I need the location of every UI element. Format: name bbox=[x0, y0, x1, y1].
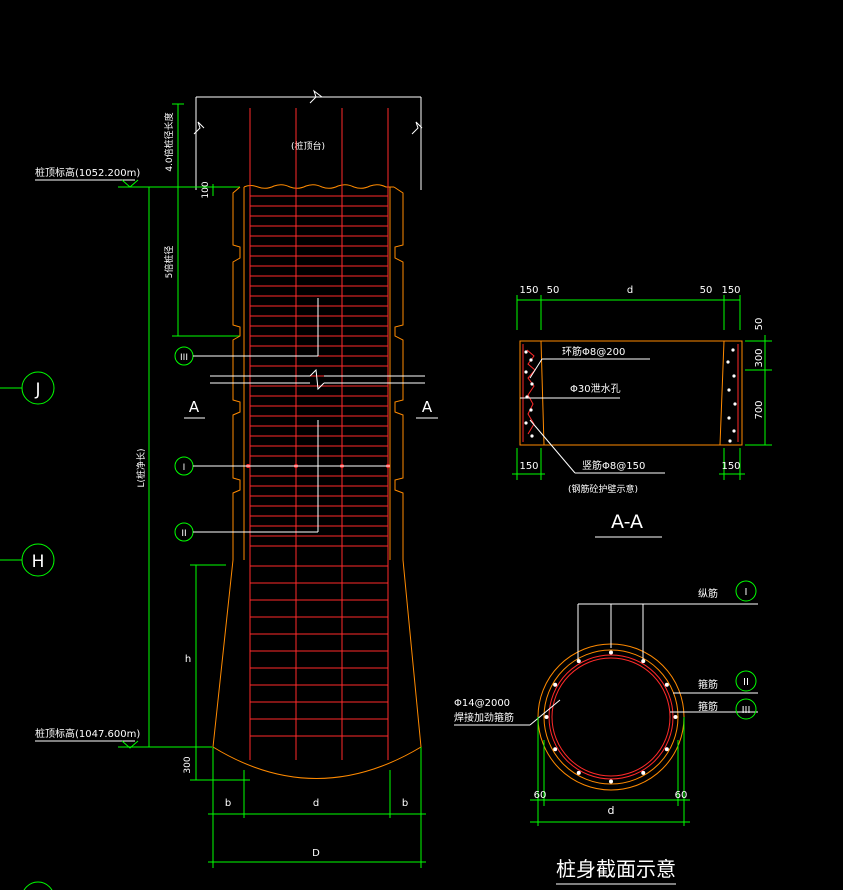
elevation-bottom: 桩顶标高(1047.600m) bbox=[35, 727, 212, 749]
ring-dot-2 bbox=[641, 659, 646, 664]
aa-dim-300: 300 bbox=[754, 348, 765, 367]
tag-i: I bbox=[183, 463, 186, 473]
aa-dim-50-left: 50 bbox=[547, 285, 560, 296]
aa-dim-50-right: 50 bbox=[700, 285, 713, 296]
cs-dim-60-left: 60 bbox=[534, 790, 547, 801]
aa-rebar-dots bbox=[524, 348, 737, 443]
axis-bubble-partial bbox=[23, 881, 53, 890]
aa-dot-6 bbox=[529, 408, 533, 412]
ring-dot-10 bbox=[544, 715, 549, 719]
dim-300: 300 bbox=[183, 756, 193, 773]
dim-b-left: b bbox=[225, 798, 231, 809]
section-mark-left: A bbox=[189, 398, 200, 416]
section-aa-dims-top: 150 50 d 50 150 bbox=[516, 285, 741, 330]
axis-bubble-h: H bbox=[0, 543, 55, 577]
ring-dot-6 bbox=[641, 770, 646, 775]
ring-dot-7 bbox=[609, 779, 613, 784]
aa-note-drain: Φ30泄水孔 bbox=[570, 382, 621, 395]
section-aa-dims-bottom: 150 150 bbox=[512, 448, 745, 480]
aa-dot-10 bbox=[726, 360, 730, 364]
aa-dot-13 bbox=[733, 402, 737, 406]
pile-outline bbox=[212, 184, 422, 779]
axis-h-label: H bbox=[32, 552, 45, 572]
bottom-dimensions: b d b D bbox=[208, 747, 426, 868]
section-aa: 150 50 d 50 150 50 300 700 bbox=[512, 285, 772, 538]
aa-dot-16 bbox=[728, 439, 732, 443]
dim-d: d bbox=[313, 798, 319, 809]
ring-dot-1 bbox=[609, 650, 613, 655]
pile-cross-section: 纵筋 I 箍筋 II 箍筋 III Φ14@2000 焊接加劲箍筋 60 60 bbox=[454, 580, 758, 885]
shaft-break bbox=[210, 368, 425, 391]
section-aa-body bbox=[519, 340, 743, 446]
aa-dim-150-bl: 150 bbox=[519, 461, 538, 472]
axis-j-label: J bbox=[34, 380, 40, 400]
ring-dot-8 bbox=[576, 770, 581, 775]
dim-above-top: 4.0倍桩径长度 bbox=[163, 112, 175, 171]
aa-dot-11 bbox=[732, 374, 736, 378]
dim-100: 100 bbox=[201, 181, 211, 198]
aa-dot-4 bbox=[530, 382, 534, 386]
aa-note-vertical: 竖筋Φ8@150 bbox=[582, 459, 645, 472]
section-cut-marks: A A bbox=[184, 398, 438, 419]
pile-elevation: (桩顶台) 4.0倍桩径长度 100 5倍桩径 L(桩净长) h 300 bbox=[135, 89, 438, 868]
aa-dot-14 bbox=[727, 416, 731, 420]
aa-dot-15 bbox=[732, 429, 736, 433]
dim-h: h bbox=[185, 654, 191, 665]
rebar-tags: III I II bbox=[174, 298, 390, 542]
cross-section-leaders: 纵筋 I 箍筋 II 箍筋 III Φ14@2000 焊接加劲箍筋 bbox=[454, 580, 758, 726]
note-stiffener-line1: Φ14@2000 bbox=[454, 698, 510, 709]
aa-dot-8 bbox=[530, 434, 534, 438]
aa-dim-700: 700 bbox=[754, 400, 765, 419]
aa-note-vertical-sub: (钢筋砼护壁示意) bbox=[568, 483, 638, 495]
cs-dim-60-right: 60 bbox=[675, 790, 688, 801]
ring-dot-4 bbox=[673, 715, 678, 719]
aa-dim-d: d bbox=[627, 285, 633, 296]
cross-section-rebar-dots bbox=[544, 650, 678, 784]
dim-5d: 5倍桩径 bbox=[163, 246, 175, 279]
label-longitudinal: 纵筋 bbox=[698, 587, 718, 600]
ring-dot-3 bbox=[664, 682, 669, 687]
tag-cs-iii: III bbox=[742, 705, 751, 716]
tag-cs-ii: II bbox=[743, 677, 749, 688]
label-stiffener: 箍筋 bbox=[698, 700, 718, 713]
cs-dim-d: d bbox=[608, 804, 615, 817]
ring-dot-11 bbox=[553, 682, 558, 687]
ring-dot-12 bbox=[576, 659, 581, 664]
section-aa-dims-right: 50 300 700 bbox=[745, 318, 772, 446]
aa-dot-9 bbox=[731, 348, 735, 352]
note-stiffener-line2: 焊接加劲箍筋 bbox=[454, 711, 514, 724]
ring-dot-9 bbox=[553, 747, 558, 752]
aa-dim-150-right: 150 bbox=[721, 285, 740, 296]
cross-section-dims: 60 60 d bbox=[530, 717, 690, 826]
aa-dot-2 bbox=[529, 358, 533, 362]
cross-section-title: 桩身截面示意 bbox=[556, 857, 676, 881]
dim-b-right: b bbox=[402, 798, 408, 809]
top-frame: (桩顶台) bbox=[193, 89, 423, 190]
aa-dot-1 bbox=[524, 350, 528, 354]
tag-cs-i: I bbox=[745, 587, 748, 598]
axis-bubble-j: J bbox=[0, 371, 55, 405]
aa-dot-7 bbox=[524, 421, 528, 425]
elevation-top-label: 桩顶标高(1052.200m) bbox=[35, 166, 140, 179]
aa-note-stirrup: 环筋Φ8@200 bbox=[562, 345, 625, 358]
aa-dim-150-br: 150 bbox=[721, 461, 740, 472]
label-spiral: 箍筋 bbox=[698, 678, 718, 691]
cap-note: (桩顶台) bbox=[291, 140, 325, 152]
aa-dot-12 bbox=[727, 388, 731, 392]
dim-D: D bbox=[312, 848, 320, 859]
aa-dim-150-left: 150 bbox=[519, 285, 538, 296]
ring-dot-5 bbox=[664, 747, 669, 752]
aa-dim-50-top: 50 bbox=[754, 318, 765, 331]
section-aa-notes: 环筋Φ8@200 Φ30泄水孔 竖筋Φ8@150 (钢筋砼护壁示意) A-A bbox=[520, 345, 665, 538]
aa-title: A-A bbox=[611, 511, 643, 533]
tag-iii: III bbox=[180, 353, 188, 363]
aa-dot-3 bbox=[524, 370, 528, 374]
tag-ii: II bbox=[181, 529, 186, 539]
elevation-bottom-label: 桩顶标高(1047.600m) bbox=[35, 727, 140, 740]
left-dimensions: 4.0倍桩径长度 100 5倍桩径 L(桩净长) h 300 bbox=[135, 103, 250, 781]
section-mark-right: A bbox=[422, 398, 433, 416]
rebar-cage bbox=[246, 108, 390, 760]
dim-length: L(桩净长) bbox=[135, 448, 147, 487]
